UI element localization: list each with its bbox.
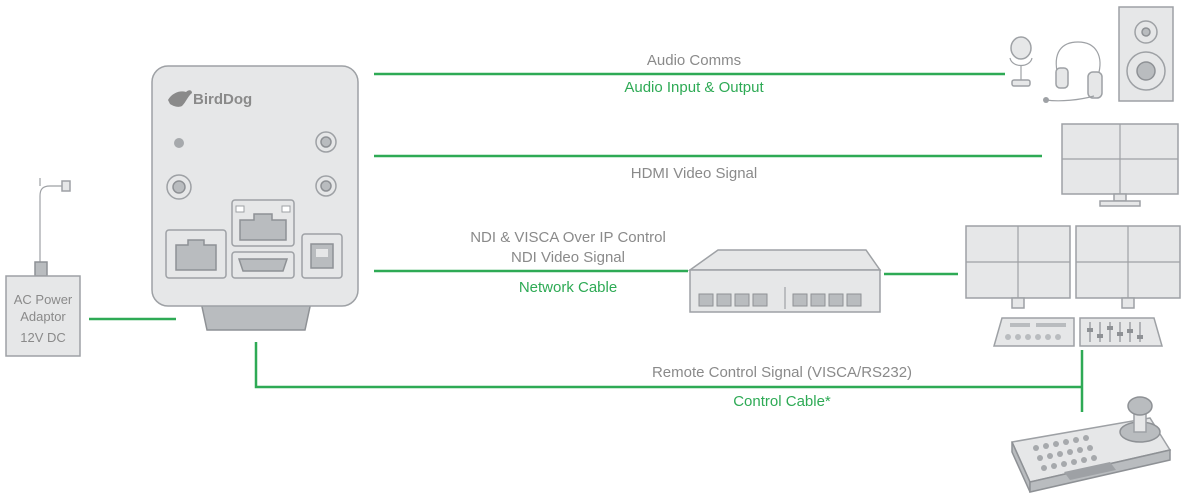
audio-cable-label: Audio Input & Output [624, 79, 764, 96]
ptz-zoom-rocker [1064, 462, 1116, 480]
network-signal-label-1: NDI & VISCA Over IP Control [470, 229, 666, 246]
camera: BirdDog [151, 65, 359, 331]
hdmi-port-inner [237, 258, 289, 272]
switcher-console-icon [993, 317, 1075, 347]
production-workstation-icon [965, 225, 1181, 347]
joystick-knob [1127, 396, 1153, 416]
audio-gear [1009, 6, 1174, 103]
adaptor-label-line1: AC Power [14, 292, 73, 307]
microphone-icon [1009, 36, 1033, 87]
ethernet-port-inner [239, 213, 287, 241]
network-cable-label: Network Cable [519, 279, 617, 296]
hdmi-signal-label: HDMI Video Signal [631, 165, 757, 182]
adaptor-cord [39, 185, 68, 262]
headset-icon [1043, 41, 1103, 103]
cable-labels: Audio Comms Audio Input & Output HDMI Vi… [470, 52, 912, 410]
cables [89, 72, 1084, 412]
usb-port-inner [316, 249, 328, 257]
hdmi-monitor-icon [1061, 123, 1179, 207]
camera-brand: BirdDog [193, 91, 252, 108]
ethernet-led-left [235, 205, 245, 213]
control-signal-label: Remote Control Signal (VISCA/RS232) [652, 364, 912, 381]
audio-in-port-inner [320, 136, 332, 148]
speaker-icon [1118, 6, 1174, 102]
adaptor-body [5, 275, 81, 357]
adaptor-strain-relief [34, 261, 48, 277]
network-signal-label-2: NDI Video Signal [511, 249, 625, 266]
control-cable [254, 342, 1082, 389]
bird-logo-icon [168, 90, 192, 107]
adaptor-plug-tip [61, 180, 71, 192]
rs232-port-inner [175, 239, 217, 271]
ptz-controller-icon [1010, 396, 1172, 493]
power-port-inner [172, 180, 186, 194]
network-switch-icon [687, 249, 882, 313]
adaptor-label-line2: Adaptor [20, 309, 66, 324]
audio-signal-label: Audio Comms [647, 52, 741, 69]
status-led-icon [174, 138, 184, 148]
control-cable-label: Control Cable* [733, 393, 831, 410]
adaptor-label-line3: 12V DC [20, 330, 66, 345]
power-adaptor: AC Power Adaptor 12V DC [5, 178, 81, 357]
ethernet-led-right [281, 205, 291, 213]
audio-out-port-inner [320, 180, 332, 192]
